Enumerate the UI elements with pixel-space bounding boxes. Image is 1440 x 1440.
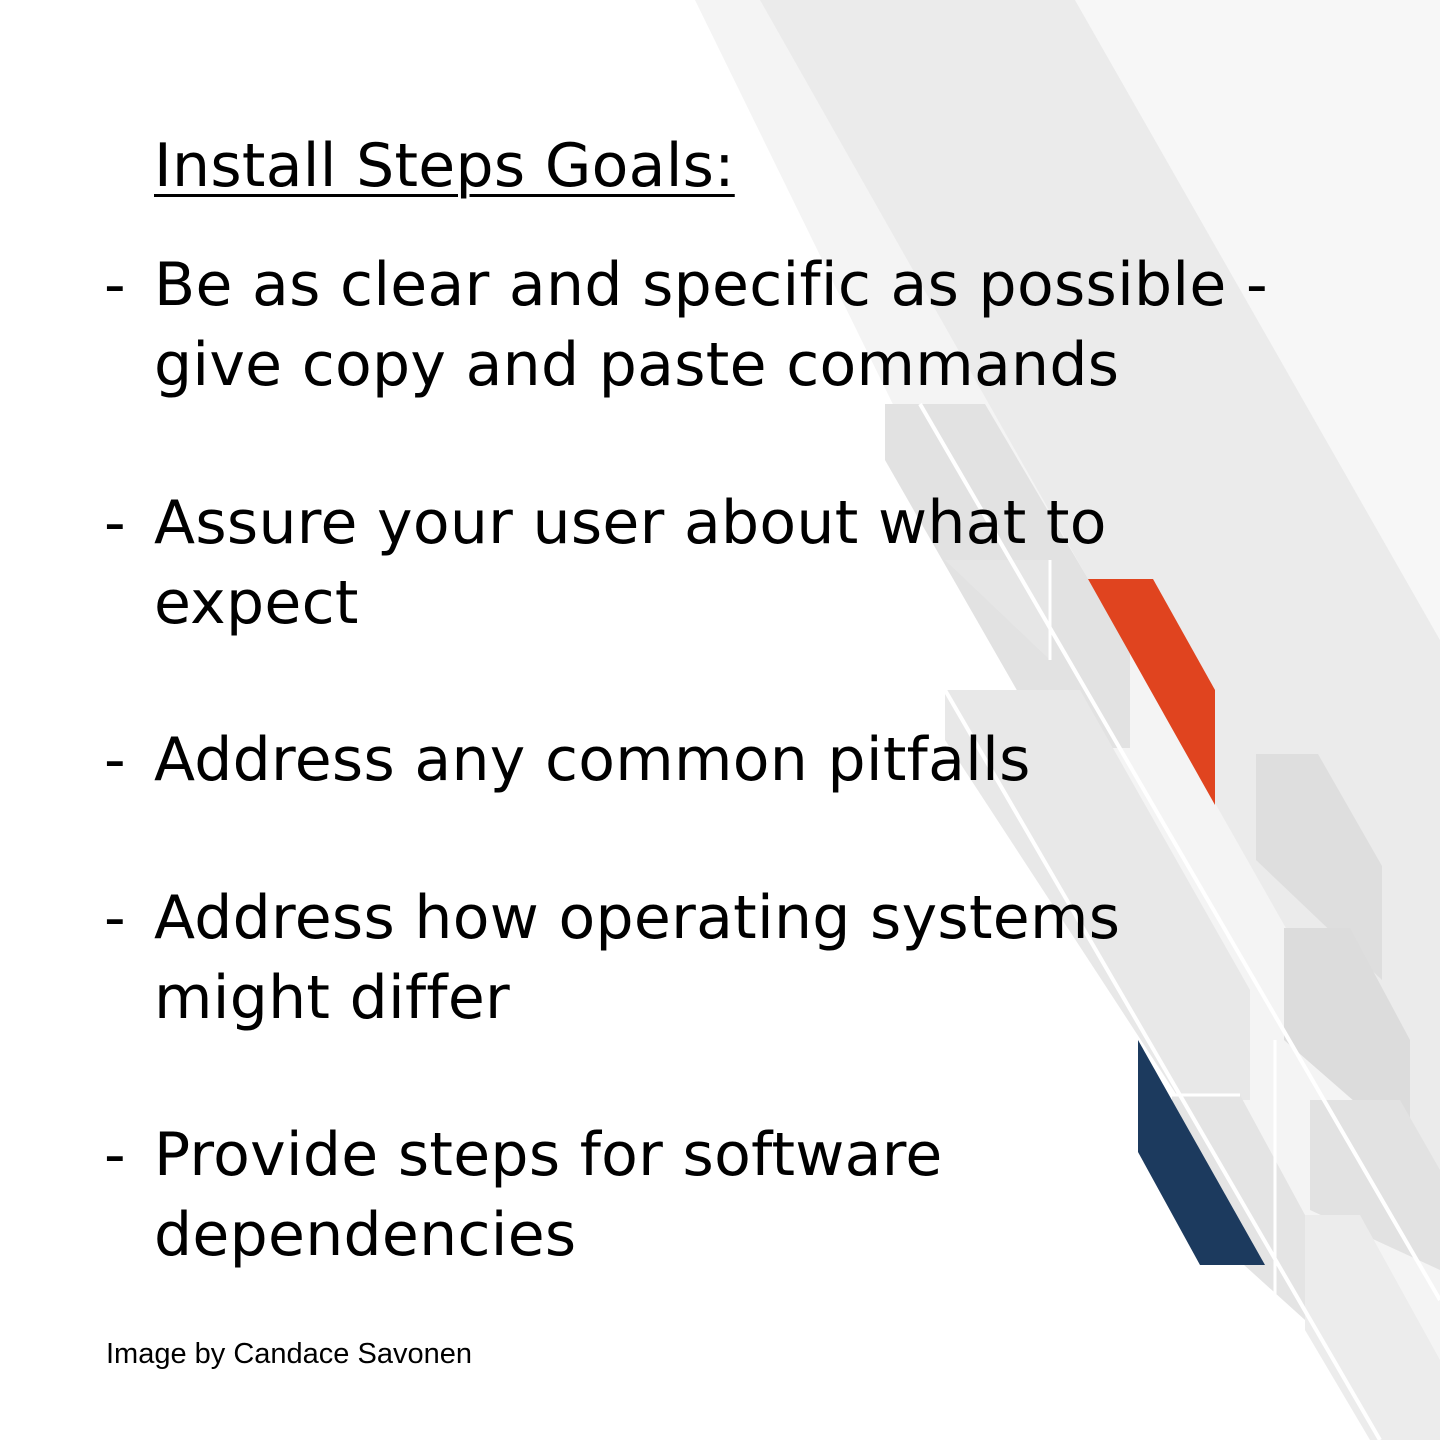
bg-block-6 (1172, 1095, 1305, 1320)
bg-block-3 (945, 690, 1250, 1100)
bg-block-4 (1256, 754, 1382, 980)
list-item-text: Address any common pitfalls (154, 725, 1031, 795)
bullet-marker: - (104, 1120, 126, 1190)
orange-accent-shape (1088, 579, 1215, 805)
list-item-text: Provide steps for software dependencies (154, 1120, 943, 1270)
list-item-text: Be as clear and specific as possible - g… (154, 250, 1268, 400)
bg-block-5 (1284, 928, 1410, 1150)
page-title: Install Steps Goals: (154, 131, 735, 201)
bullet-marker: - (104, 883, 126, 953)
list-item-text: Address how operating systems might diff… (154, 883, 1121, 1033)
bg-separator-2 (943, 688, 1382, 1440)
navy-accent-shape (1138, 1040, 1265, 1265)
bullet-marker: - (104, 250, 126, 320)
image-credit: Image by Candace Savonen (106, 1338, 472, 1370)
bg-separator-1 (918, 402, 1440, 1302)
bg-band-3 (1075, 0, 1440, 640)
bullet-marker: - (104, 488, 126, 558)
bg-block-8 (1305, 1215, 1440, 1440)
list-item-text: Assure your user about what to expect (154, 488, 1107, 638)
bullet-marker: - (104, 725, 126, 795)
